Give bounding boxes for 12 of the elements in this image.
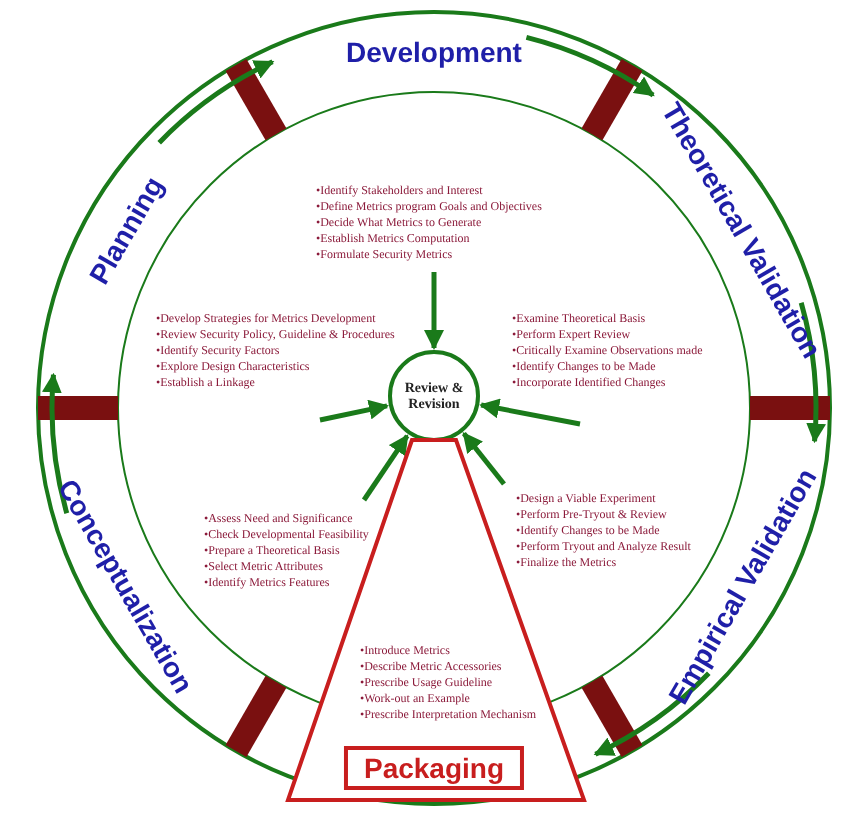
arrow (798, 302, 826, 444)
arrow (42, 372, 70, 514)
arrow (461, 432, 506, 486)
arrow (157, 59, 275, 145)
arrow (525, 34, 655, 98)
arrow (593, 671, 711, 757)
arrow (424, 272, 444, 350)
arrow (361, 434, 410, 502)
phase-title: Packaging (343, 746, 525, 790)
arrow (479, 398, 581, 427)
phase-title: Development (346, 36, 522, 68)
arrow (319, 399, 389, 423)
